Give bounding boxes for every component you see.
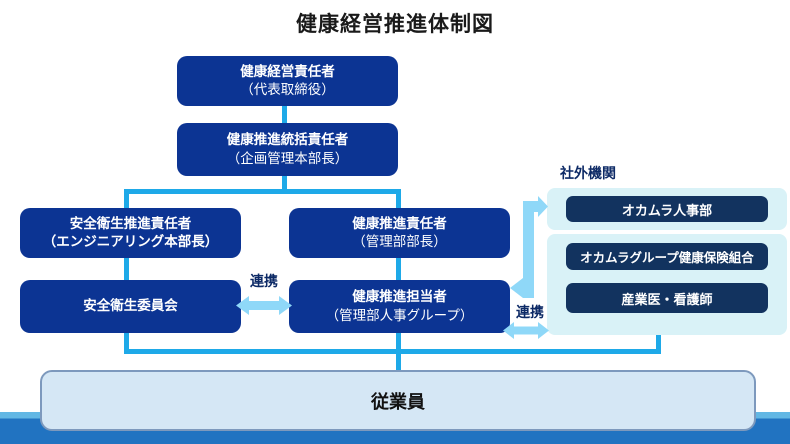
node-supervisor-title: 健康推進統括責任者: [226, 132, 349, 148]
node-safety-lead: 安全衛生推進責任者 （エンジニアリング本部長）: [20, 208, 241, 258]
connector-left-vertical: [124, 189, 129, 354]
connector-branch-horizontal: [124, 189, 401, 194]
node-safety-committee-title: 安全衛生委員会: [83, 298, 178, 314]
external-box-hr-dept-label: オカムラ人事部: [621, 202, 713, 218]
left-double-arrow-icon: [236, 296, 292, 315]
node-supervisor-subtitle: （企画管理本部長）: [226, 150, 349, 166]
connector-supervisor-stub: [282, 174, 287, 194]
external-group-label: 社外機関: [560, 165, 616, 181]
page-title: 健康経営推進体制図: [296, 13, 494, 36]
external-box-health-insurance: オカムラグループ健康保険組合: [566, 243, 768, 270]
node-safety-lead-subtitle: （エンジニアリング本部長）: [42, 234, 219, 249]
connector-ceo-supervisor: [282, 104, 287, 126]
node-ceo: 健康経営責任者 （代表取締役）: [177, 56, 398, 106]
employees-label: 従業員: [371, 391, 425, 412]
external-box-occupational-doctor: 産業医・看護師: [566, 283, 768, 313]
connector-bottom-horizontal: [124, 349, 661, 354]
left-link-label: 連携: [250, 273, 278, 289]
connector-panel-vertical: [656, 333, 661, 354]
node-health-staff-title: 健康推進担当者: [352, 289, 447, 305]
node-health-staff-subtitle: （管理部人事グループ）: [325, 307, 474, 323]
node-health-lead: 健康推進責任者 （管理部部長）: [289, 208, 510, 258]
employees-box: 従業員: [40, 370, 756, 431]
external-box-health-insurance-label: オカムラグループ健康保険組合: [580, 251, 754, 265]
node-safety-lead-title: 安全衛生推進責任者: [69, 215, 192, 231]
right-elbow-arrow-icon: [510, 196, 548, 298]
node-ceo-title: 健康経営責任者: [240, 63, 335, 79]
node-health-staff: 健康推進担当者 （管理部人事グループ）: [289, 280, 510, 333]
right-double-arrow-icon: [503, 322, 549, 339]
node-health-lead-subtitle: （管理部部長）: [352, 234, 447, 249]
external-box-hr-dept: オカムラ人事部: [566, 196, 768, 222]
external-box-occupational-doctor-label: 産業医・看護師: [621, 291, 713, 307]
node-safety-committee: 安全衛生委員会: [20, 280, 241, 333]
node-supervisor: 健康推進統括責任者 （企画管理本部長）: [177, 123, 398, 176]
right-link-label: 連携: [516, 304, 544, 320]
node-health-lead-title: 健康推進責任者: [352, 215, 447, 231]
node-ceo-subtitle: （代表取締役）: [240, 82, 335, 97]
